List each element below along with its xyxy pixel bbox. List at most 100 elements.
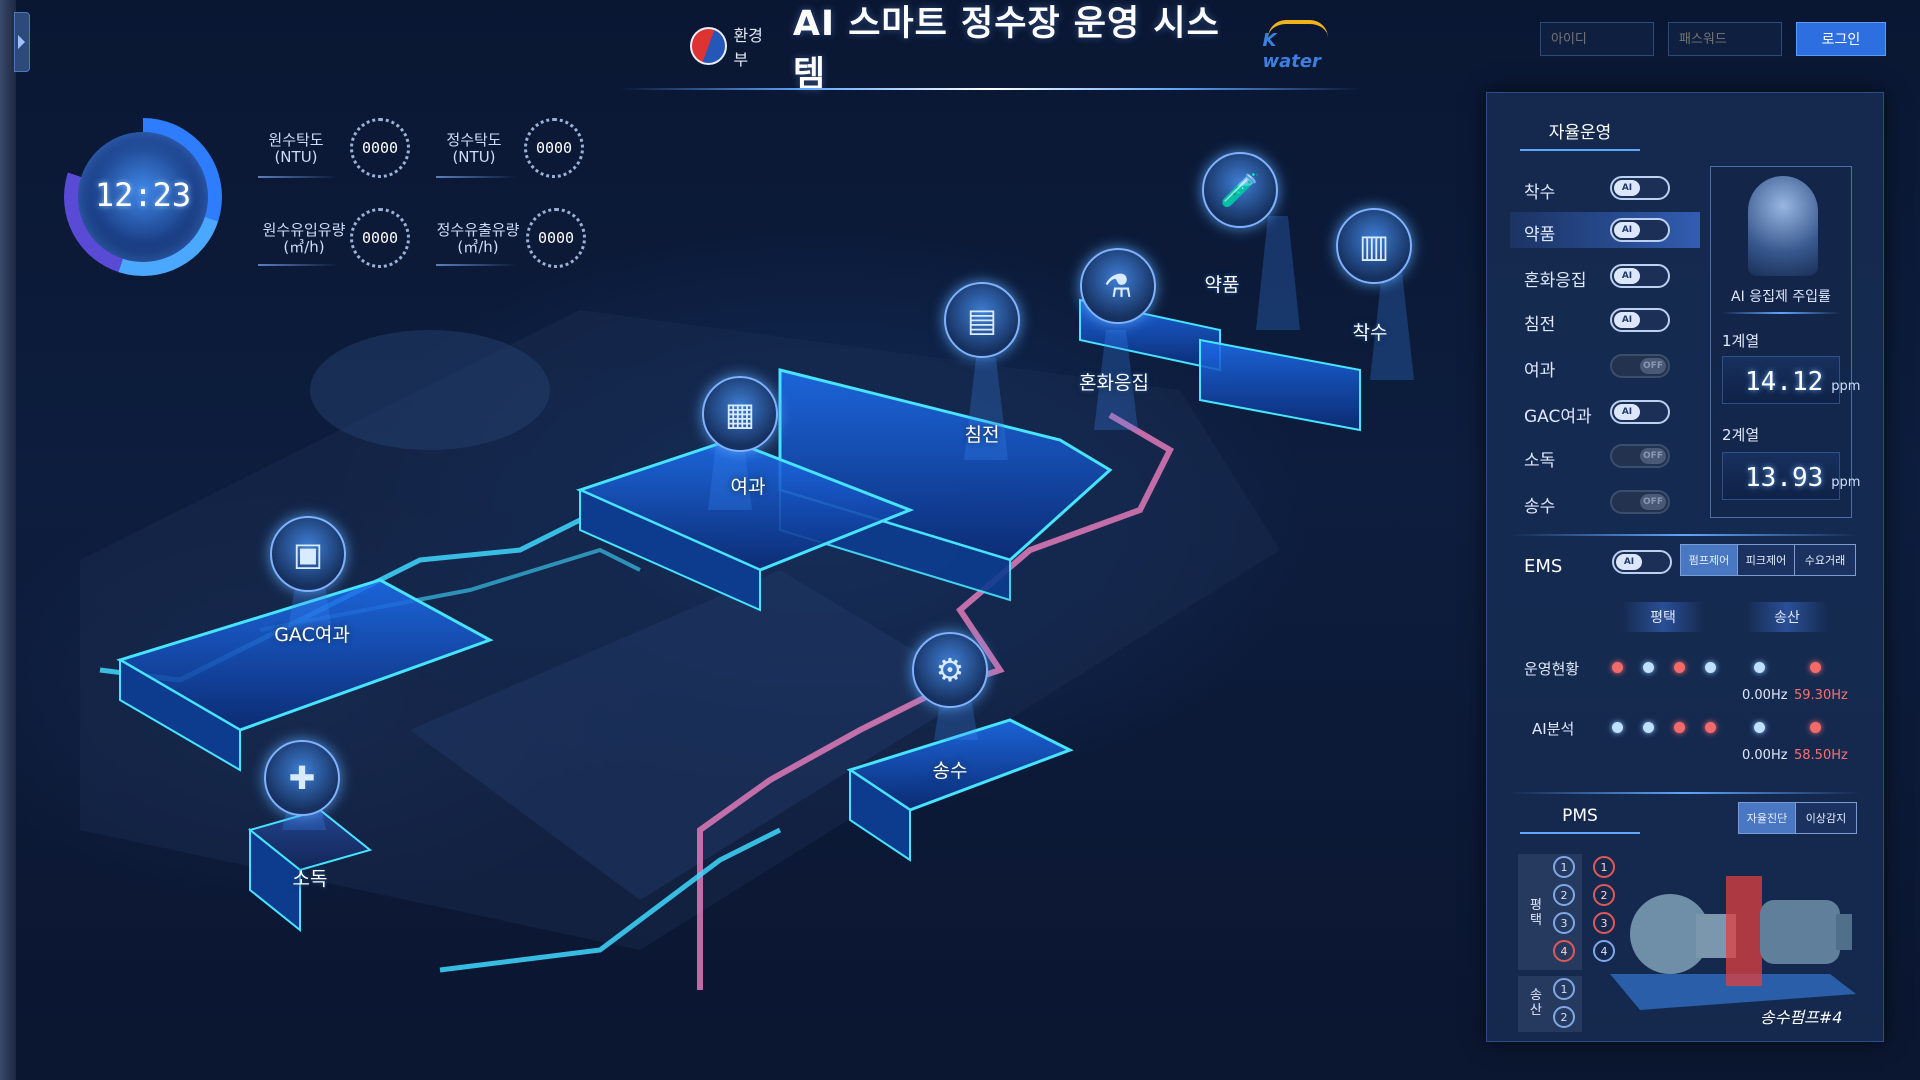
disinfection-icon[interactable]: ✚ xyxy=(264,740,340,816)
ai-toggle[interactable]: OFF xyxy=(1610,490,1670,514)
toggle-knob: OFF xyxy=(1640,494,1666,510)
login-password-input[interactable] xyxy=(1668,22,1782,56)
taegeuk-icon xyxy=(690,27,728,65)
ems-label: EMS xyxy=(1524,556,1563,577)
status-dot xyxy=(1705,662,1716,673)
pump-number[interactable]: 4 xyxy=(1593,940,1615,962)
filter-icon[interactable]: ▦ xyxy=(702,376,778,452)
pump-number[interactable]: 2 xyxy=(1593,884,1615,906)
badge-beam xyxy=(1370,272,1414,380)
line2-label: 2계열 xyxy=(1722,426,1760,444)
node-label-disinfection: 소독 xyxy=(292,868,328,890)
intake-icon[interactable]: ▥ xyxy=(1336,208,1412,284)
side-panel-toggle[interactable] xyxy=(14,12,30,72)
line1-label: 1계열 xyxy=(1722,332,1760,350)
status-dot xyxy=(1674,722,1685,733)
stat-gauge-treated-turbidity: 0000 xyxy=(524,118,584,178)
card-divider xyxy=(1722,312,1840,314)
tab-anomaly-detection[interactable]: 이상감지 xyxy=(1795,802,1857,834)
ems-ai-toggle[interactable]: AI xyxy=(1612,550,1672,574)
pump-number[interactable]: 4 xyxy=(1553,940,1575,962)
pump-number[interactable]: 2 xyxy=(1553,1006,1575,1028)
pipe-pink xyxy=(697,412,1174,990)
auto-row-intake: 착수 AI xyxy=(1510,170,1710,206)
mixing-icon[interactable]: ⚗ xyxy=(1080,248,1156,324)
pms-title: PMS xyxy=(1520,806,1640,834)
building-filter-side xyxy=(579,488,761,612)
auto-row-label: 송수 xyxy=(1524,497,1556,517)
node-label-gac: GAC여과 xyxy=(274,624,350,646)
toggle-knob: AI xyxy=(1616,554,1642,570)
toggle-knob: AI xyxy=(1614,404,1640,420)
gac-filter-icon[interactable]: ▣ xyxy=(270,516,346,592)
login-button[interactable]: 로그인 xyxy=(1796,22,1886,56)
ai-toggle[interactable]: AI xyxy=(1610,308,1670,332)
ai-toggle[interactable]: AI xyxy=(1610,400,1670,424)
chemical-icon[interactable]: 🧪 xyxy=(1202,152,1278,228)
badge-beam xyxy=(1094,330,1138,430)
left-rail xyxy=(0,0,16,1080)
site-songsan[interactable]: 송산 xyxy=(1746,602,1828,632)
row-label-ai-analysis: AI분석 xyxy=(1532,720,1575,738)
line2-value: 13.93 xyxy=(1745,463,1824,493)
hz-value: 0.00Hz xyxy=(1742,748,1788,763)
pipe-cyan xyxy=(439,827,782,973)
auto-row-label: 약품 xyxy=(1524,225,1556,245)
auto-row-mixing: 혼화응집 AI xyxy=(1510,258,1710,294)
tab-peak-control[interactable]: 피크제어 xyxy=(1737,544,1795,576)
stat-label-treated-outflow: 정수유출유량(㎥/h) xyxy=(436,221,520,256)
pump-base xyxy=(1610,974,1856,1010)
auto-row-sedimentation: 침전 AI xyxy=(1510,302,1710,338)
plant-map xyxy=(80,216,1414,990)
badge-beam xyxy=(1256,216,1300,330)
status-dot xyxy=(1754,662,1765,673)
ai-toggle[interactable]: AI xyxy=(1610,176,1670,200)
status-dot xyxy=(1810,662,1821,673)
auto-row-disinfection: 소독 OFF xyxy=(1510,438,1710,474)
line1-value: 14.12 xyxy=(1745,367,1824,397)
stat-gauge-raw-turbidity: 0000 xyxy=(350,118,410,178)
stat-label-raw-turbidity: 원수탁도(NTU) xyxy=(268,131,324,166)
auto-row-label: 소독 xyxy=(1524,451,1556,471)
pump-number[interactable]: 2 xyxy=(1553,884,1575,906)
stat-underline xyxy=(436,176,516,178)
kwater-logo: K water xyxy=(1262,20,1340,72)
pump-number[interactable]: 3 xyxy=(1593,912,1615,934)
status-dot xyxy=(1612,722,1623,733)
pump-motor-cap xyxy=(1836,914,1852,950)
toggle-knob: AI xyxy=(1614,180,1640,196)
auto-row-chemical[interactable]: 약품 AI xyxy=(1510,212,1700,248)
toggle-knob: OFF xyxy=(1640,448,1666,464)
pump-alert-highlight xyxy=(1726,876,1762,986)
auto-row-label: 혼화응집 xyxy=(1524,271,1587,291)
pump-number[interactable]: 1 xyxy=(1553,978,1575,1000)
stat-underline xyxy=(258,264,338,266)
status-dot xyxy=(1754,722,1765,733)
status-dot xyxy=(1643,722,1654,733)
node-label-intake: 착수 xyxy=(1352,322,1388,344)
site-pyeongtaek[interactable]: 평택 xyxy=(1622,602,1704,632)
hz-value: 58.50Hz xyxy=(1794,748,1848,763)
title-divider xyxy=(620,88,1360,90)
tab-demand-trade[interactable]: 수요거래 xyxy=(1794,544,1856,576)
auto-row-transmission: 송수 OFF xyxy=(1510,484,1710,520)
ai-toggle[interactable]: OFF xyxy=(1610,444,1670,468)
ai-toggle[interactable]: OFF xyxy=(1610,354,1670,378)
auto-row-filter: 여과 OFF xyxy=(1510,348,1710,384)
section-divider xyxy=(1510,534,1860,536)
ppm-unit: ppm xyxy=(1831,475,1861,490)
badge-beam xyxy=(964,358,1008,460)
tab-self-diagnosis[interactable]: 자율진단 xyxy=(1738,802,1796,834)
pump-number[interactable]: 3 xyxy=(1553,912,1575,934)
sedimentation-icon[interactable]: ▤ xyxy=(944,282,1020,358)
ai-toggle[interactable]: AI xyxy=(1610,218,1670,242)
ai-toggle[interactable]: AI xyxy=(1610,264,1670,288)
tab-pump-control[interactable]: 펌프제어 xyxy=(1680,544,1738,576)
clarifier-tanks xyxy=(310,330,550,450)
pump-icon[interactable]: ⚙ xyxy=(912,632,988,708)
pump-number[interactable]: 1 xyxy=(1593,856,1615,878)
pump-number[interactable]: 1 xyxy=(1553,856,1575,878)
pump-illustration xyxy=(1610,876,1856,1010)
login-id-input[interactable] xyxy=(1540,22,1654,56)
ministry-name: 환경부 xyxy=(733,26,763,69)
